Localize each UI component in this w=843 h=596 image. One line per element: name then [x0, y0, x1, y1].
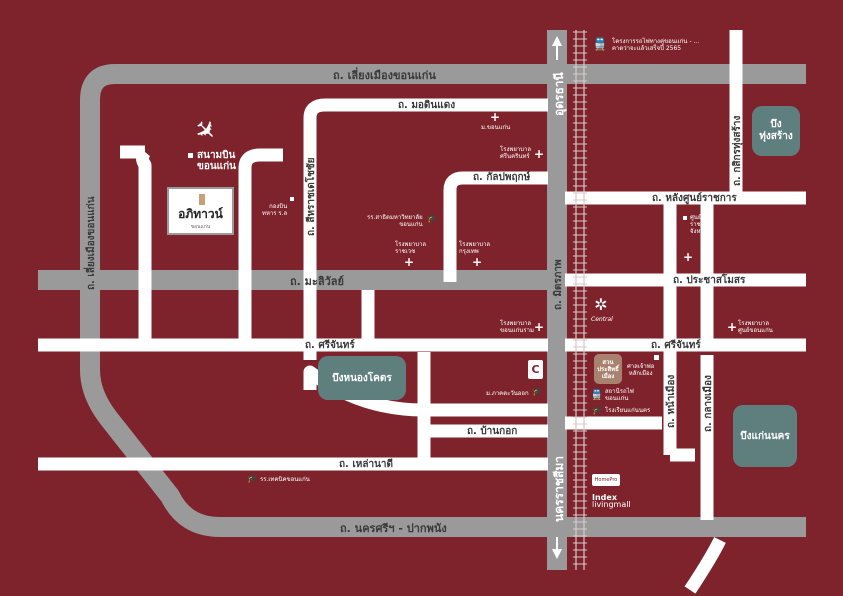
school-cap-icon: 🎓 — [592, 405, 602, 415]
center-hospital-label: โรงพยาบาล ศูนย์ขอนแก่น — [738, 320, 773, 334]
index-sub-label: livingmall — [592, 500, 631, 509]
road-label-kasikorn: ถ. กสิกรทุ่งสร้าง — [732, 115, 743, 186]
train-icon: 🚆 — [590, 389, 604, 401]
road-liang-mueang-outer — [80, 64, 806, 537]
direction-arrows — [552, 36, 562, 559]
road-label-mo-din-daeng: ถ. มอดินแดง — [398, 100, 456, 111]
kku-label: ม.ขอนแก่น — [481, 124, 511, 131]
kk-ram-hospital-label: โรงพยาบาล ขอนแก่นราม — [500, 320, 534, 334]
govt-center-marker-icon — [683, 216, 687, 220]
ne-uni-label: ม.ภาคตะวันออก — [486, 390, 529, 397]
airport-label: สนามบิน ขอนแก่น — [197, 150, 237, 172]
army-marker-icon — [290, 197, 294, 201]
govt-center-label: ศูนย์ ราชการ จังหวัด — [690, 214, 711, 235]
index-brand-label: Index — [592, 493, 617, 502]
rajavej-plus-icon: + — [404, 255, 415, 269]
rail-project-label: โครงการรถไฟทางคู่ขอนแก่น - ... คาดว่าจะแ… — [612, 38, 700, 52]
homepro-logo-icon: HomePro — [592, 474, 620, 486]
area-bueng-thungsang: บึง ทุ่งสร้าง — [752, 106, 800, 156]
city-shrine-marker-icon — [654, 355, 659, 360]
srinakarin-plus-icon: + — [534, 147, 545, 161]
railway-ties — [573, 31, 587, 565]
road-label-lang-soon: ถ. หลังศูนย์ราชการ — [652, 193, 737, 204]
road-label-mali-wan: ถ. มะลิวัลย์ — [290, 275, 344, 288]
abhitown-name: อภิทาวน์ — [178, 207, 223, 221]
tech-school-cap-icon: 🎓 — [247, 473, 257, 483]
abhitown-subtitle: ขอนแก่น — [190, 224, 211, 230]
area-bueng-nong-khot: บึงหนองโคตร — [318, 356, 406, 400]
road-label-nakhon-sri: ถ. นครศรีฯ - ปากพนัง — [340, 522, 447, 535]
road-label-prachasamosorn: ถ. ประชาสโมสร — [673, 275, 746, 286]
market-label: ตลาดสินค้า — [494, 406, 524, 413]
road-label-lao-na-di: ถ. เหล่านาดี — [339, 459, 394, 470]
road-label-liang-mueang-left: ถ. เลี่ยงเมืองขอนแก่น — [86, 196, 97, 290]
ne-uni-logo-icon: C — [528, 360, 543, 379]
road-label-sri-chan-right: ถ. ศรีจันทร์ — [651, 340, 701, 351]
road-label-kalapaphruek: ถ. กัลปพฤกษ์ — [473, 172, 531, 183]
road-label-udon-thani: อุดรธานี — [552, 72, 566, 116]
kk-ram-plus-icon: + — [534, 320, 545, 334]
army-label: กองบิน ทหาร ร.ล — [262, 203, 288, 217]
road-label-mittraphap: ถ. มิตรภาพ — [553, 259, 564, 310]
train-station-label: สถานีรถไฟ ขอนแก่น — [605, 388, 634, 402]
airport-marker-icon — [188, 153, 193, 158]
city-shrine-label: ศาลเจ้าพ่อ หลักเมือง — [627, 363, 655, 377]
bangkok-hospital-label: โรงพยาบาล กรุงเทพ — [459, 241, 491, 255]
road-label-sri-chan-left: ถ. ศรีจันทร์ — [305, 340, 355, 351]
minor-roads — [38, 30, 806, 594]
market-shop-icon — [533, 405, 542, 413]
road-label-sri-rat: ถ. สีหราชเดโชชัย — [306, 157, 317, 236]
srinakarin-hospital-label: โรงพยาบาล ศรีนครินทร์ — [500, 146, 532, 160]
homepro-label: HomePro — [594, 477, 618, 483]
area-suan-prasit: สวน ประสิทธิ์ เมือง — [594, 354, 622, 384]
ne-uni-cap-icon: 🎓 — [532, 386, 542, 396]
graduation-cap-icon: 🎓 — [427, 213, 437, 223]
tech-school-label: รร.เทคนิคขอนแก่น — [260, 476, 310, 483]
school-label: โรงเรียนแก่นนคร — [605, 407, 651, 414]
road-label-ban-nok: ถ. บ้านกอก — [467, 426, 518, 437]
demo-school-label: รร.สาธิตมหาวิทยาลัย ขอนแก่น — [367, 214, 423, 228]
main-roads — [38, 30, 806, 570]
abhitown-building: อภิทาวน์ ขอนแก่น — [167, 187, 234, 235]
road-label-klang-mueang: ถ. กลางเมือง — [703, 375, 714, 432]
kku-plus-icon: + — [490, 110, 501, 124]
road-label-liang-mueang-top: ถ. เลี่ยงเมืองขอนแก่น — [333, 69, 436, 82]
abhitown-logo-icon — [199, 194, 205, 205]
center-hospital-plus-icon: + — [727, 320, 738, 334]
road-label-na-mueang: ถ. หน้าเมือง — [666, 374, 677, 428]
rail-project-train-icon: 🚆 — [592, 37, 608, 51]
bangkok-plus-icon: + — [472, 255, 483, 269]
central-logo-icon: ✲ — [594, 294, 608, 314]
govt-center-plus-icon: + — [683, 250, 694, 264]
rajavej-hospital-label: โรงพยาบาล ราชเวช — [395, 241, 427, 255]
road-label-nakhon-ratchasima: นครราชสีมา — [552, 456, 566, 522]
central-label: Central — [591, 316, 613, 323]
railway — [575, 30, 585, 570]
area-bueng-kaen-nakhon: บึงแก่นนคร — [733, 405, 797, 467]
